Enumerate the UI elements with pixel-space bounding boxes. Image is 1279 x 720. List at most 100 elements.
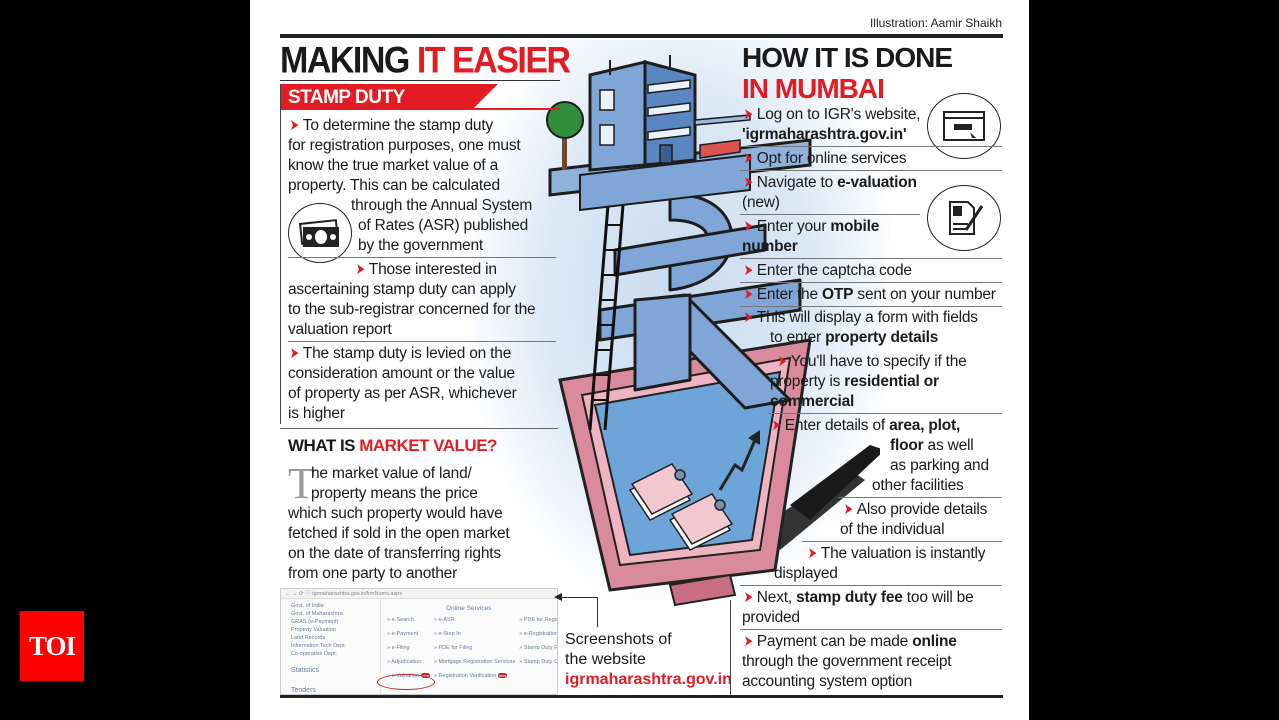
step-text: Opt for online services <box>756 150 907 167</box>
divider <box>740 146 1002 147</box>
step-text: to enter <box>770 329 826 346</box>
bottom-rule <box>280 695 1003 698</box>
toi-logo[interactable]: TOI <box>20 611 84 681</box>
divider <box>740 306 1002 307</box>
step-2: ➤Opt for online services <box>742 149 907 169</box>
left-column-border <box>280 84 281 424</box>
sidebar-big-link: Statistics <box>291 667 320 674</box>
step-bold: e-valuation <box>837 174 917 191</box>
service-link: » e-Payment <box>387 631 419 637</box>
para1-line: through the Annual System <box>351 197 533 214</box>
service-link: » Stamp Duty Calculator <box>519 659 558 665</box>
headline-rule <box>280 80 560 81</box>
step-13: ➤Payment can be made online through the … <box>742 632 957 692</box>
divider <box>740 258 1002 259</box>
service-link: » Adjudication <box>387 659 422 665</box>
banknote-icon <box>288 203 352 263</box>
divider <box>740 170 1002 171</box>
document-pen-icon <box>927 185 1001 251</box>
para1-line: know the true market value of a <box>288 157 499 174</box>
website-screenshot: ← → ⟳ ⓘ igrmaharashtra.gov.in/frmNoms.as… <box>280 588 558 695</box>
step-text: Log on to IGR's website, <box>756 106 921 123</box>
service-link: » e-ASR <box>433 617 455 623</box>
url-text: igrmaharashtra.gov.in/frmNoms.aspx <box>312 591 402 597</box>
step-text: Enter your <box>756 218 831 235</box>
screenshot-caption: Screenshots of the website igrmaharashtr… <box>565 630 732 690</box>
bullet-arrow-icon: ➤ <box>807 545 817 562</box>
step-11: ➤The valuation is instantly displayed <box>774 544 986 584</box>
sidebar-link: Land Records <box>291 635 326 641</box>
market-value-box <box>280 428 558 588</box>
para3-line: The stamp duty is levied on the <box>302 345 512 362</box>
service-link: » Stamp Duty Refund <box>519 645 558 651</box>
service-link: » e-Step In <box>433 631 461 637</box>
step-text: displayed <box>774 565 838 582</box>
service-label: » Registration Verification <box>433 673 497 679</box>
stamp-duty-para-2: ➤Those interested in ascertaining stamp … <box>288 260 536 340</box>
sidebar-link: Co-operative Dept. <box>291 651 338 657</box>
step-text: (new) <box>742 194 780 211</box>
step-text: Enter the captcha code <box>756 262 912 279</box>
divider <box>740 585 1002 586</box>
pointer-arrow-icon <box>554 593 562 601</box>
para2-line: valuation report <box>288 321 392 338</box>
banner-underline <box>280 108 560 110</box>
step-text: as parking and <box>890 457 989 474</box>
step-text: Enter the <box>756 286 823 303</box>
service-link-registration-verification: » Registration Verification new <box>434 673 515 679</box>
bullet-arrow-icon: ➤ <box>777 353 787 370</box>
divider <box>802 541 1002 542</box>
mv-line: he market value of land/ <box>311 465 472 482</box>
sidebar-big-link: Tenders <box>291 687 316 694</box>
step-text: The valuation is instantly <box>820 545 986 562</box>
bullet-arrow-icon: ➤ <box>743 286 753 303</box>
bullet-arrow-icon: ➤ <box>743 218 753 235</box>
sidebar-link: Govt. of India <box>291 603 324 609</box>
bullet-arrow-icon: ➤ <box>743 262 753 279</box>
browser-window-icon <box>927 93 1001 159</box>
bullet-arrow-icon: ➤ <box>743 633 753 650</box>
screenshot-sidebar: Govt. of India Govt. of Maharashtra GRAS… <box>281 599 381 694</box>
headline-making-it-easier: MAKING IT EASIER <box>280 40 571 82</box>
vertical-divider <box>730 600 731 695</box>
step-bold: mobile <box>830 218 880 235</box>
bullet-arrow-icon: ➤ <box>743 106 753 123</box>
services-grid: » e-Search » e-ASR » PDE for Registratio… <box>387 617 557 679</box>
stamp-duty-para-1: ➤To determine the stamp duty for registr… <box>288 116 532 256</box>
step-text: accounting system option <box>742 673 913 690</box>
step-text: Navigate to <box>756 174 838 191</box>
para1-line: To determine the stamp duty <box>302 117 493 134</box>
bullet-arrow-icon: ➤ <box>289 345 299 362</box>
service-link: » Mortgage Registration Services <box>433 659 516 665</box>
step-5: ➤Enter the captcha code <box>742 261 912 281</box>
divider <box>740 629 1002 630</box>
rupee-house-monitor-illustration <box>546 55 880 607</box>
top-rule <box>280 34 1003 38</box>
para3-line: consideration amount or the value <box>288 365 515 382</box>
step-bold: residential or <box>844 373 939 390</box>
mv-line: on the date of transferring rights <box>288 545 501 562</box>
pointer-line <box>560 597 598 598</box>
divider <box>740 214 920 215</box>
illustration-credit: Illustration: Aamir Shaikh <box>869 16 1002 30</box>
step-6: ➤Enter the OTP sent on your number <box>742 285 996 305</box>
step-text: provided <box>742 609 800 626</box>
mv-title-part2: MARKET VALUE? <box>359 436 497 455</box>
headline-part1: MAKING <box>280 40 417 82</box>
caption-url: igrmaharashtra.gov.in <box>565 671 732 688</box>
step-10: ➤Also provide details of the individual <box>840 500 987 540</box>
highlight-circle <box>377 674 435 690</box>
step-bold: property details <box>825 329 939 346</box>
step-text: Also provide details <box>856 501 988 518</box>
infographic: Illustration: Aamir Shaikh <box>250 0 1029 720</box>
new-badge: new <box>497 673 508 678</box>
service-link: » PDE for Filing <box>433 645 473 651</box>
pointer-line <box>597 597 598 627</box>
para3-line: of property as per ASR, whichever <box>288 385 517 402</box>
step-bold: number <box>742 238 798 255</box>
step-9: ➤Enter details of area, plot, floor as w… <box>770 416 989 496</box>
mv-line: fetched if sold in the open market <box>288 525 510 542</box>
para2-line: Those interested in <box>368 261 497 278</box>
step-8: ➤You'll have to specify if the property … <box>770 352 967 412</box>
bullet-arrow-icon: ➤ <box>743 589 753 606</box>
